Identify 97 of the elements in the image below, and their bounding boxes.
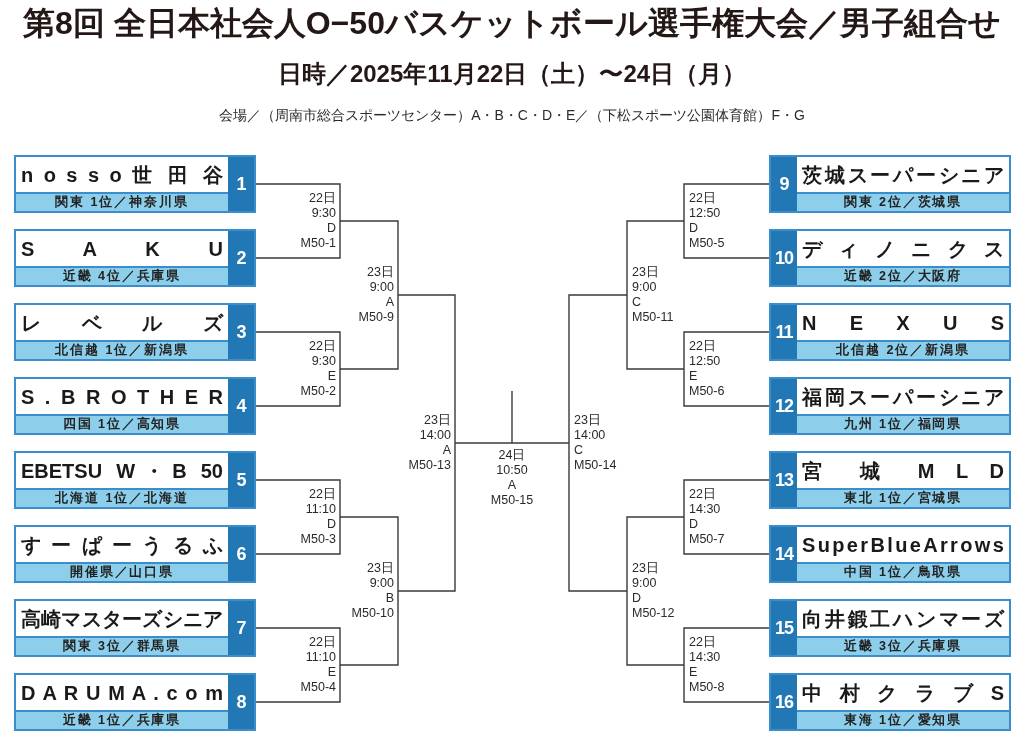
team-card	[14, 599, 256, 657]
team-region-rank: 北海道 1位／北海道	[16, 488, 228, 507]
bracket-line	[683, 479, 770, 518]
bracket-line	[255, 331, 341, 370]
bracket-line	[397, 294, 456, 444]
match-info: 23日 9:00 D M50-12	[627, 561, 679, 621]
match-info: 22日 11:10 E M50-4	[288, 635, 340, 695]
bracket-line	[255, 516, 341, 555]
team-region-rank: 北信越 1位／新潟県	[16, 340, 228, 359]
seed-number: 10	[771, 231, 797, 285]
bracket-line	[339, 590, 399, 666]
bracket-line	[255, 183, 341, 222]
bracket-line	[683, 516, 770, 555]
team-card	[769, 525, 1011, 583]
bracket-line	[626, 516, 685, 592]
seed-number: 12	[771, 379, 797, 433]
match-info: 23日 9:00 B M50-10	[346, 561, 398, 621]
bracket-line	[626, 590, 685, 666]
team-region-rank: 近畿 3位／兵庫県	[797, 636, 1009, 655]
match-info: 22日 9:30 E M50-2	[288, 339, 340, 399]
team-region-rank: 近畿 4位／兵庫県	[16, 266, 228, 285]
bracket-line	[339, 294, 399, 370]
team-region-rank: 北信越 2位／新潟県	[797, 340, 1009, 359]
bracket-line	[339, 220, 399, 296]
bracket-line	[683, 220, 770, 259]
team-card	[769, 155, 1011, 213]
bracket-line	[626, 294, 685, 370]
team-card	[14, 303, 256, 361]
team-card	[14, 451, 256, 509]
title: 第8回 全日本社会人O−50バスケットボール選手権大会／男子組合せ	[23, 4, 1001, 43]
bracket-line	[339, 516, 399, 592]
team-card	[769, 377, 1011, 435]
seed-number: 7	[228, 601, 254, 655]
team-region-rank: 中国 1位／鳥取県	[797, 562, 1009, 581]
seed-number: 4	[228, 379, 254, 433]
seed-number: 14	[771, 527, 797, 581]
seed-number: 1	[228, 157, 254, 211]
team-card	[769, 303, 1011, 361]
seed-number: 9	[771, 157, 797, 211]
bracket-line	[568, 294, 628, 444]
bracket-line	[454, 442, 513, 444]
match-info: 24日 10:50 A M50-15	[486, 443, 538, 508]
bracket-line	[511, 442, 570, 444]
seed-number: 11	[771, 305, 797, 359]
seed-number: 2	[228, 231, 254, 285]
team-card	[769, 599, 1011, 657]
team-card	[769, 673, 1011, 731]
bracket-line	[255, 627, 341, 666]
bracket-line	[683, 627, 770, 666]
match-info: 22日 11:10 D M50-3	[288, 487, 340, 547]
seed-number: 6	[228, 527, 254, 581]
match-info: 23日 14:00 A M50-13	[403, 413, 455, 473]
seed-number: 15	[771, 601, 797, 655]
bracket-line	[255, 220, 341, 259]
match-info: 23日 14:00 C M50-14	[569, 413, 621, 473]
match-info: 22日 14:30 D M50-7	[684, 487, 736, 547]
bracket-line	[255, 368, 341, 407]
date-line: 日時／2025年11月22日（土）〜24日（月）	[277, 59, 747, 89]
team-region-rank: 関東 1位／神奈川県	[16, 192, 228, 211]
team-region-rank: 近畿 1位／兵庫県	[16, 710, 228, 729]
bracket-line	[255, 664, 341, 703]
seed-number: 13	[771, 453, 797, 507]
team-region-rank: 東海 1位／愛知県	[797, 710, 1009, 729]
team-region-rank: 開催県／山口県	[16, 562, 228, 581]
bracket-line	[511, 390, 513, 444]
venue-line: 会場／（周南市総合スポーツセンター）A・B・C・D・E／（下松スポーツ公園体育館）F・G	[219, 106, 805, 125]
team-region-rank: 四国 1位／高知県	[16, 414, 228, 433]
team-region-rank: 東北 1位／宮城県	[797, 488, 1009, 507]
seed-number: 16	[771, 675, 797, 729]
seed-number: 5	[228, 453, 254, 507]
bracket-line	[397, 442, 456, 592]
bracket-line	[626, 220, 685, 296]
bracket-line	[683, 368, 770, 407]
seed-number: 8	[228, 675, 254, 729]
team-card	[14, 525, 256, 583]
match-info: 22日 12:50 D M50-5	[684, 191, 736, 251]
team-region-rank: 近畿 2位／大阪府	[797, 266, 1009, 285]
match-info: 23日 9:00 A M50-9	[346, 265, 398, 325]
team-card	[14, 673, 256, 731]
team-card	[14, 377, 256, 435]
seed-number: 3	[228, 305, 254, 359]
team-region-rank: 関東 2位／茨城県	[797, 192, 1009, 211]
match-info: 22日 9:30 D M50-1	[288, 191, 340, 251]
match-info: 22日 12:50 E M50-6	[684, 339, 736, 399]
match-info: 23日 9:00 C M50-11	[627, 265, 679, 325]
bracket-line	[683, 664, 770, 703]
bracket-line	[683, 331, 770, 370]
team-card	[14, 155, 256, 213]
team-region-rank: 関東 3位／群馬県	[16, 636, 228, 655]
bracket-line	[568, 442, 628, 592]
bracket-line	[683, 183, 770, 222]
team-card	[769, 451, 1011, 509]
team-card	[769, 229, 1011, 287]
match-info: 22日 14:30 E M50-8	[684, 635, 736, 695]
team-card	[14, 229, 256, 287]
team-region-rank: 九州 1位／福岡県	[797, 414, 1009, 433]
bracket-line	[255, 479, 341, 518]
